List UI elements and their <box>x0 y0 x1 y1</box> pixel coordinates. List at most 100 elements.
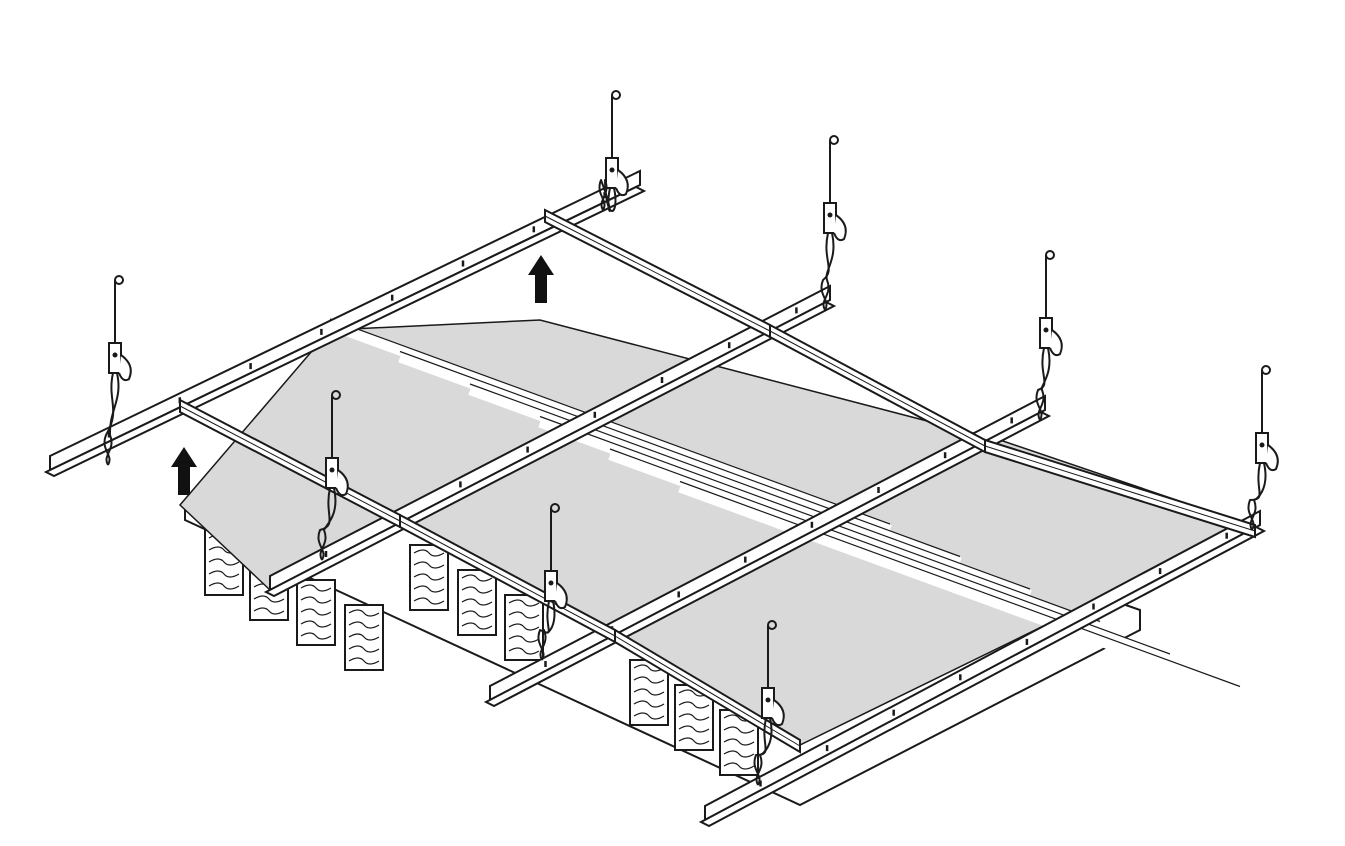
hanger-wire <box>820 232 830 311</box>
main-runner <box>483 394 1052 708</box>
hanger-lever <box>335 469 349 497</box>
hanger-hook <box>611 90 621 100</box>
hanger-lever <box>615 169 629 197</box>
hanger-lever <box>771 699 785 727</box>
hanger-wire <box>1035 347 1046 421</box>
up-arrow-icon <box>528 255 554 303</box>
wood-grain <box>348 609 380 617</box>
wood-grain <box>633 676 665 684</box>
hanger-wire <box>319 487 337 561</box>
hanger-clip <box>544 570 558 602</box>
joist-block <box>457 569 497 636</box>
main-runners <box>43 169 1267 828</box>
hanger-bolt <box>1259 442 1265 448</box>
wood-grain <box>633 700 665 708</box>
hanger-wire <box>537 600 550 661</box>
wood-grain <box>723 762 755 770</box>
wood-grain <box>723 726 755 734</box>
joist-block <box>674 684 714 751</box>
wood-grain <box>723 750 755 758</box>
joist-block <box>344 604 384 671</box>
joist-block <box>296 579 336 646</box>
wood-grain <box>461 610 493 618</box>
wood-grain <box>461 622 493 630</box>
hanger-lever <box>554 582 568 610</box>
hanger-wire <box>103 372 115 466</box>
hanger-clip <box>605 157 619 189</box>
hanger-bolt <box>609 167 615 173</box>
wood-grain <box>508 623 540 631</box>
panel-rib-edge <box>469 383 1031 590</box>
hanger-clip <box>108 342 122 374</box>
wood-grain <box>508 647 540 655</box>
panel-area <box>178 319 1252 746</box>
hanger-icon <box>820 135 847 311</box>
wood-grain <box>300 596 332 604</box>
hanger-clip <box>325 457 339 489</box>
hanger-hook <box>114 275 124 285</box>
wood-grain <box>678 725 710 733</box>
wood-grain <box>348 621 380 629</box>
hanger-wire <box>753 717 767 786</box>
hanger-icon <box>1247 365 1279 531</box>
hanger-lever <box>1265 444 1279 472</box>
hanger-clip <box>761 687 775 719</box>
hanger-wire <box>1037 347 1051 421</box>
wood-grain <box>678 701 710 709</box>
hanger-hook <box>1045 250 1055 260</box>
wood-grain <box>300 632 332 640</box>
hanger-bolt <box>1043 327 1049 333</box>
wood-grain <box>413 573 445 581</box>
hanger-icon <box>1035 250 1063 421</box>
hanger-wire <box>317 487 331 561</box>
wood-grain <box>413 597 445 605</box>
wood-grain <box>678 737 710 745</box>
panel-rib <box>398 352 962 568</box>
cross-edge <box>984 445 1256 532</box>
wood-grain <box>348 633 380 641</box>
wood-grain <box>508 611 540 619</box>
hanger-wire <box>105 372 120 466</box>
hanger-clip <box>823 202 837 234</box>
hanger-wire <box>1249 462 1267 531</box>
cross-edge <box>399 520 616 637</box>
hanger-wire <box>822 232 835 311</box>
wood-grain <box>413 549 445 557</box>
hanger-bolt <box>548 580 554 586</box>
wood-grain <box>253 595 285 603</box>
hanger-lever <box>118 354 132 382</box>
hanger-icon <box>753 620 785 786</box>
hanger-bolt <box>329 467 335 473</box>
main-runner <box>43 169 647 478</box>
hanger-wire <box>1247 462 1261 531</box>
hanger-hook <box>829 135 839 145</box>
cross-tee <box>614 628 801 754</box>
wood-grain <box>633 664 665 672</box>
hanger-wire <box>600 179 617 212</box>
wood-grain <box>253 607 285 615</box>
lift-arrows <box>171 255 554 495</box>
hanger-bolt <box>112 352 118 358</box>
wood-grain <box>508 635 540 643</box>
hanger-icon <box>537 503 568 661</box>
wood-grain <box>300 608 332 616</box>
cross-edge <box>179 405 401 522</box>
cross-edge <box>544 215 771 332</box>
main-runner <box>698 509 1267 828</box>
hanger-icon <box>103 275 132 466</box>
wood-grain <box>300 584 332 592</box>
wood-grain <box>208 570 240 578</box>
wood-grain <box>461 574 493 582</box>
hanger-wire <box>539 600 556 661</box>
hanger-icon <box>598 90 629 212</box>
wood-grain <box>348 657 380 665</box>
wood-grain <box>413 585 445 593</box>
wood-grain <box>508 599 540 607</box>
wood-grain <box>461 598 493 606</box>
ceiling-panels <box>178 318 1252 746</box>
suspension-hangers <box>103 90 1279 786</box>
wood-grain <box>413 561 445 569</box>
wood-grain <box>723 738 755 746</box>
wood-grain <box>348 645 380 653</box>
joist-block <box>504 594 544 661</box>
